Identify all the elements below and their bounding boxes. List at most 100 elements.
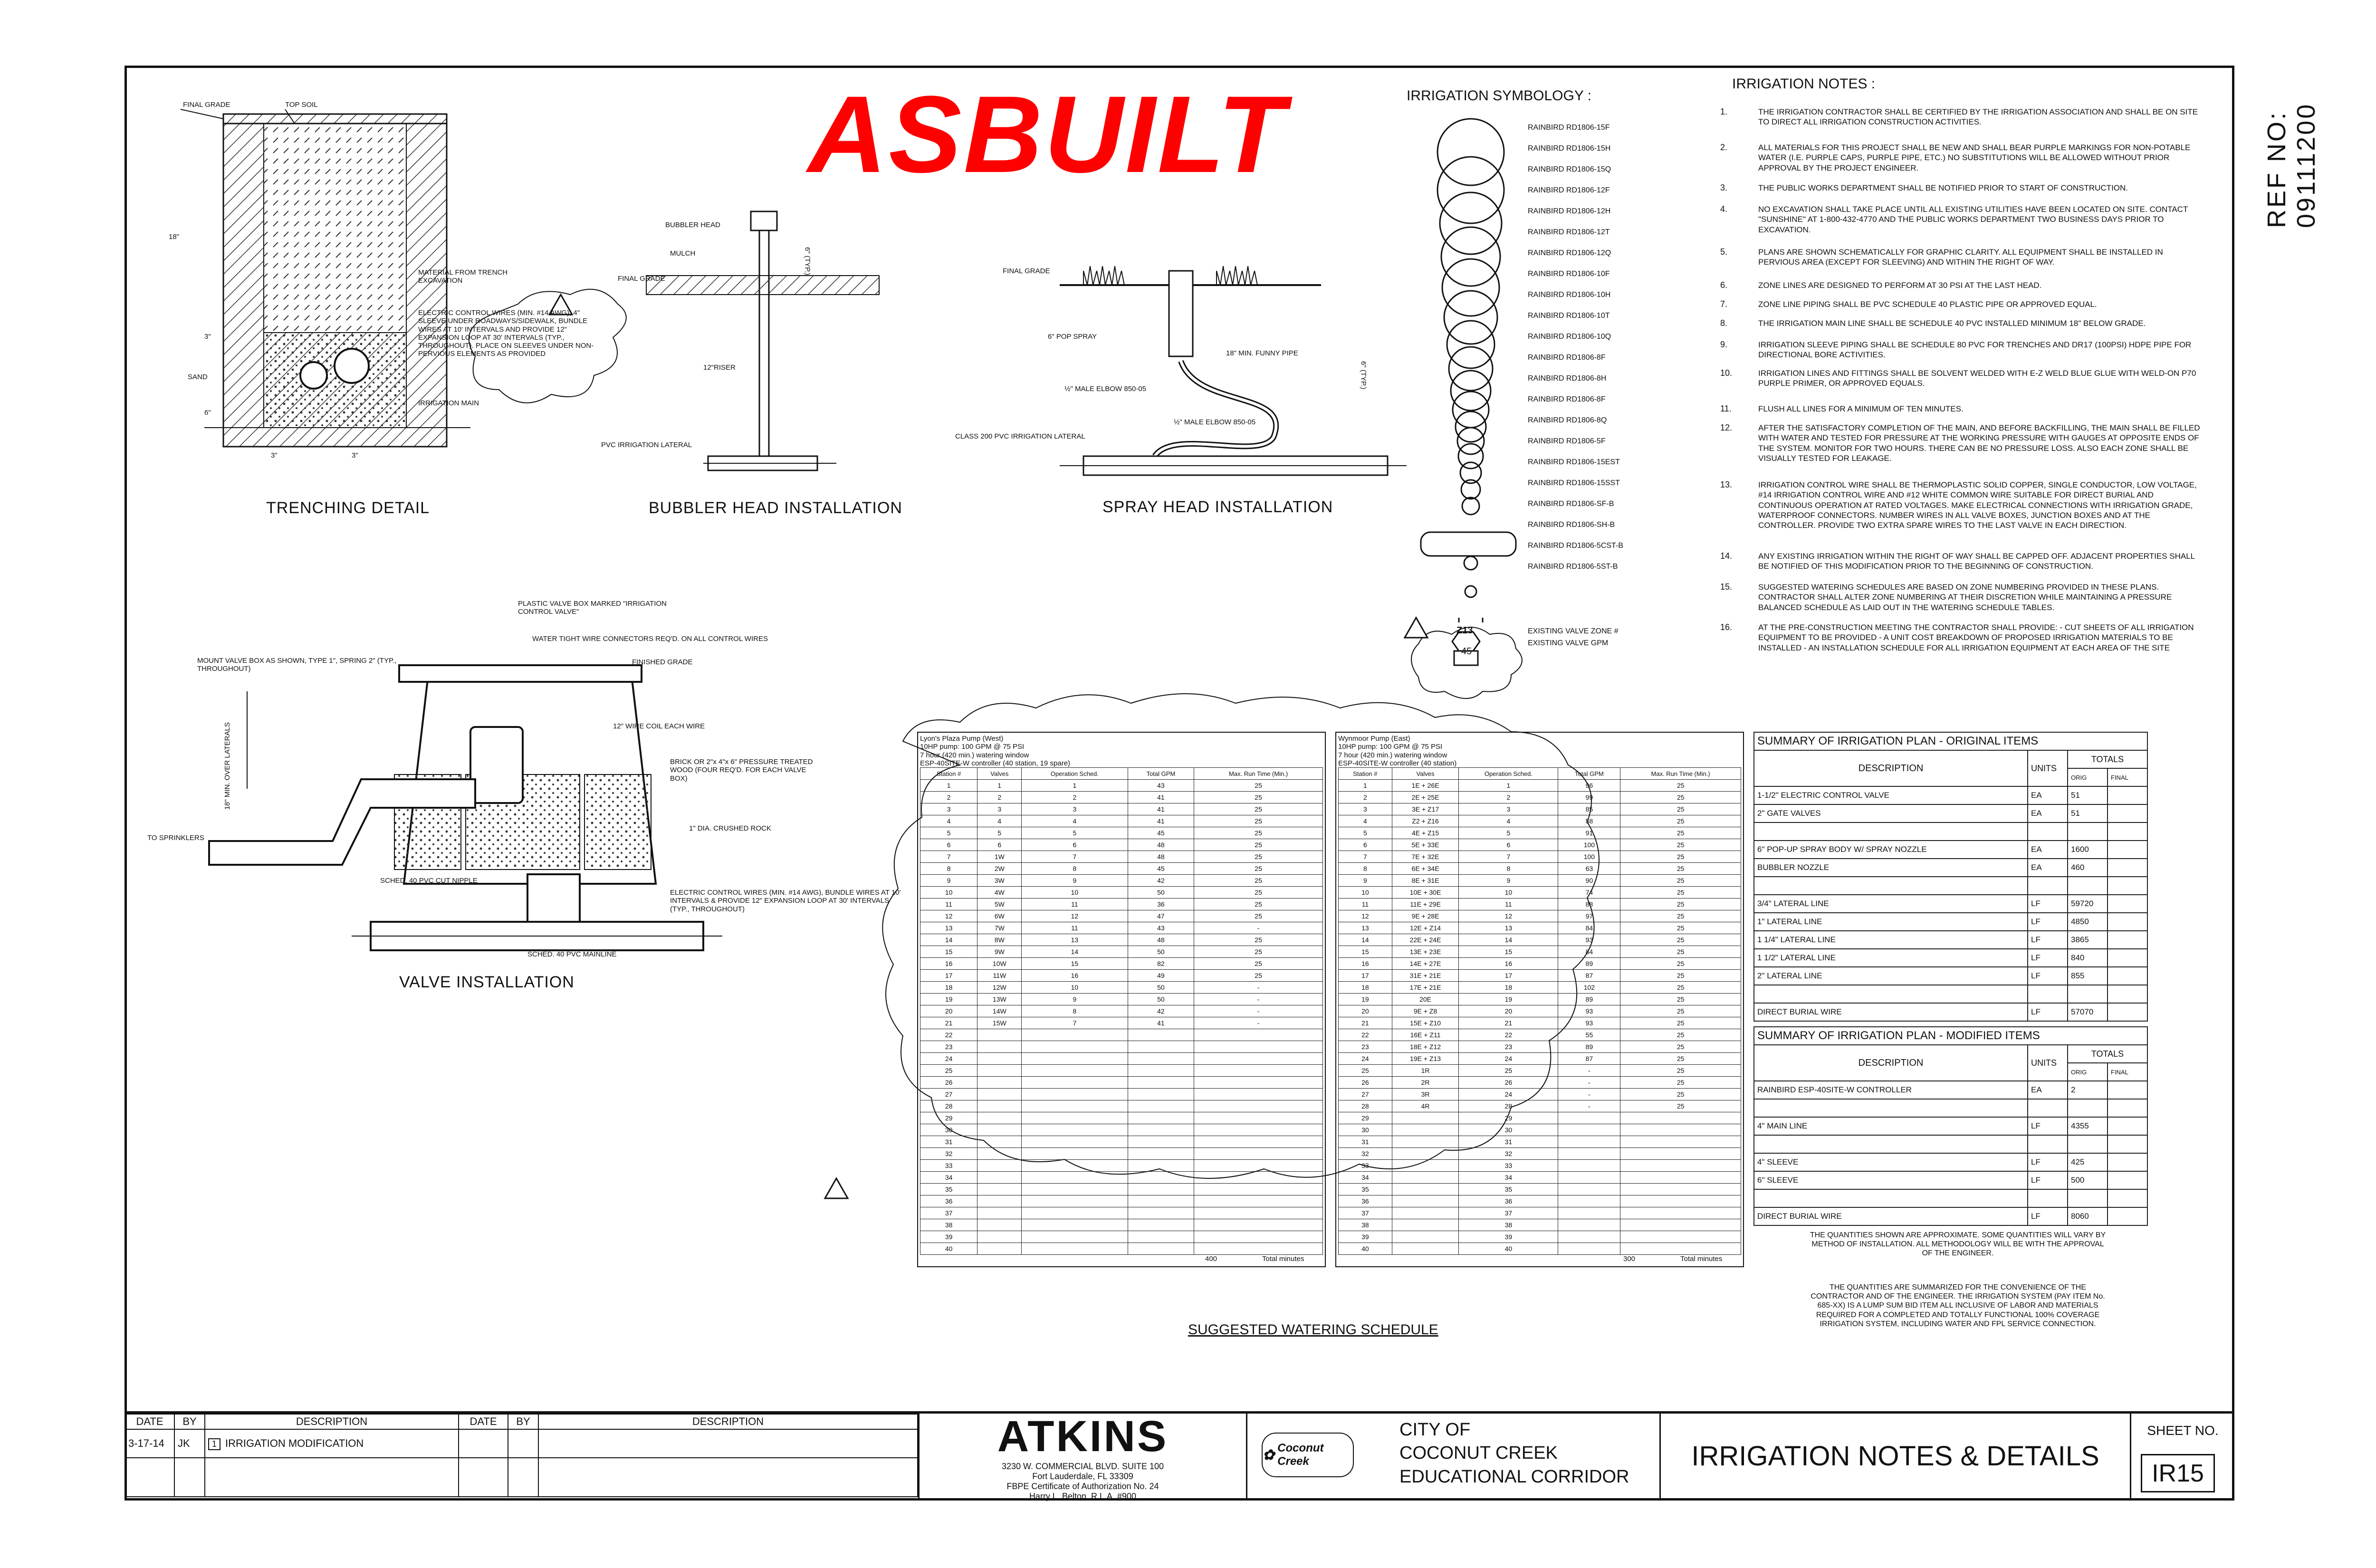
table-cell: 12 <box>1338 910 1392 922</box>
valve-label: MOUNT VALVE BOX AS SHOWN, TYPE 1", SPRIN… <box>197 657 397 673</box>
table-cell <box>1558 1171 1621 1184</box>
table-cell: 6 <box>1021 839 1128 851</box>
table-row: 26 <box>920 1076 1323 1089</box>
table-cell: 9W <box>977 946 1022 958</box>
table-cell <box>1127 1219 1195 1231</box>
bubbler-label: 12"RISER <box>703 363 736 372</box>
table-cell <box>977 1100 1022 1112</box>
table-cell <box>2107 1189 2148 1208</box>
table-cell: 7 <box>1021 851 1128 863</box>
firm-line: Fort Lauderdale, FL 33309 <box>1032 1472 1133 1481</box>
table-cell: 25 <box>1620 815 1741 827</box>
note-number: 4. <box>1720 204 1728 214</box>
table-cell: 25 <box>1620 1005 1741 1017</box>
spray-label: 6" (TYP.) <box>1359 361 1368 390</box>
table-cell: 3R <box>1391 1088 1459 1100</box>
table-cell: LF <box>2027 1153 2068 1172</box>
table-cell: 25 <box>1458 1064 1559 1077</box>
table-cell <box>1194 1159 1323 1172</box>
table-cell: 84 <box>1558 946 1621 958</box>
table-row: 38 <box>920 1219 1323 1231</box>
col-totals: TOTALS <box>2067 750 2148 769</box>
east-heading-2: 10HP pump: 100 GPM @ 75 PSI <box>1338 743 1443 751</box>
west-schedule-table: Station # Valves Operation Sched. Total … <box>920 767 1323 1255</box>
table-cell: 21 <box>1338 1017 1392 1029</box>
table-cell <box>1391 1243 1459 1255</box>
table-cell: 7 <box>1021 1017 1128 1029</box>
table-cell: 74 <box>1558 886 1621 899</box>
east-heading-3: 7 hour (420 min.) watering window <box>1338 751 1447 759</box>
note-text: NO EXCAVATION SHALL TAKE PLACE UNTIL ALL… <box>1758 205 2188 234</box>
table-cell: - <box>1194 1005 1323 1017</box>
table-cell: 25 <box>1194 898 1323 910</box>
table-cell: 20E <box>1391 993 1459 1005</box>
table-cell: 5 <box>1021 827 1128 839</box>
symbology-item: RAINBIRD RD1806-SH-B <box>1528 521 1615 529</box>
table-cell: 6 <box>977 839 1022 851</box>
table-cell: 1R <box>1391 1064 1459 1077</box>
table-cell <box>1021 1159 1128 1172</box>
table-cell <box>1021 1100 1128 1112</box>
table-cell: 34 <box>1338 1171 1392 1184</box>
col-description: DESCRIPTION <box>1753 750 2028 787</box>
table-cell: 35 <box>920 1183 978 1195</box>
schedule-west: Lyon's Plaza Pump (West) 10HP pump: 100 … <box>917 732 1326 1267</box>
table-cell <box>2107 930 2148 949</box>
table-cell: 2 <box>977 791 1022 803</box>
client-line: CITY OF <box>1399 1420 1471 1440</box>
table-cell: 21 <box>920 1017 978 1029</box>
sheet-no-label: SHEET NO. <box>2147 1423 2219 1438</box>
bubbler-head-drawing <box>646 210 880 471</box>
col-orig: ORIG <box>2067 1062 2108 1081</box>
note-text: FLUSH ALL LINES FOR A MINIMUM OF TEN MIN… <box>1758 404 1964 413</box>
table-cell: 17 <box>1458 969 1559 982</box>
table-cell: 26 <box>1458 1076 1559 1089</box>
table-cell: 14 <box>1338 934 1392 946</box>
table-cell <box>1558 1112 1621 1124</box>
table-cell: 18 <box>1458 981 1559 994</box>
trench-label: 3" <box>352 451 358 459</box>
existing-gpm-label: EXISTING VALVE GPM <box>1528 639 1609 647</box>
valve-label: ELECTRIC CONTROL WIRES (MIN. #14 AWG), B… <box>670 889 901 913</box>
table-cell <box>2107 1003 2148 1022</box>
col-description: DESCRIPTION <box>1753 1044 2028 1081</box>
table-cell: 41 <box>1127 791 1195 803</box>
table-cell <box>1391 1207 1459 1219</box>
table-cell: 13E + 23E <box>1391 946 1459 958</box>
table-cell: RAINBIRD ESP-40SITE-W CONTROLLER <box>1753 1080 2028 1100</box>
table-cell: 58 <box>1558 815 1621 827</box>
table-row: 33 <box>920 1159 1323 1172</box>
table-cell: 25 <box>1620 957 1741 970</box>
sheet-title: IRRIGATION NOTES & DETAILS <box>1691 1440 2099 1472</box>
symbology-item: RAINBIRD RD1806-10Q <box>1528 333 1611 341</box>
table-cell <box>1558 1219 1621 1231</box>
table-cell: 25 <box>1620 969 1741 982</box>
table-cell: 16E + Z11 <box>1391 1029 1459 1041</box>
trench-label: SAND <box>188 373 208 381</box>
table-cell: 8 <box>1338 862 1392 875</box>
table-cell <box>1194 1088 1323 1100</box>
table-cell: 27 <box>1338 1088 1392 1100</box>
sheet-number: IR15 <box>2141 1454 2215 1492</box>
table-cell <box>977 1076 1022 1089</box>
table-cell: 30 <box>1458 1124 1559 1136</box>
col-totals: TOTALS <box>2067 1044 2148 1063</box>
table-cell <box>2107 786 2148 805</box>
note-number: 3. <box>1720 183 1728 192</box>
table-cell: 25 <box>1194 886 1323 899</box>
note-text: SUGGESTED WATERING SCHEDULES ARE BASED O… <box>1758 583 2172 612</box>
